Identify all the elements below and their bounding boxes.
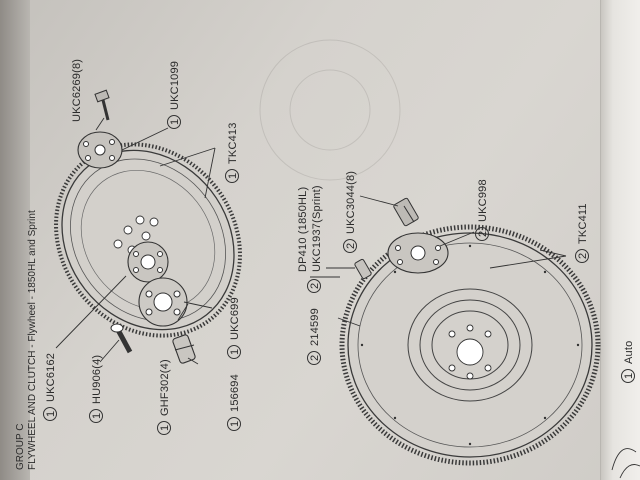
background-edge [0,0,30,480]
svg-text:DP410 (1850HL): DP410 (1850HL) [297,187,309,272]
next-section-sketch [611,448,640,479]
dowel-dp410 [354,258,372,280]
svg-text:UKC1099: UKC1099 [169,61,181,110]
label-ukc3044[interactable]: 2 UKC3044(8) [343,171,358,253]
label-ukc1099[interactable]: 1 UKC1099 [167,61,182,129]
label-ukc998[interactable]: 2 UKC998 [475,179,490,241]
lower-flywheel-holes [448,324,492,380]
svg-text:2: 2 [577,253,589,259]
label-ukc699[interactable]: 1 UKC699 [227,297,242,359]
book-binding [600,0,640,480]
svg-text:HU906(4): HU906(4) [91,355,103,404]
clamp-plate-ukc998 [387,232,449,274]
svg-text:214599: 214599 [309,308,321,346]
header-group: GROUP C [15,424,26,471]
svg-text:1: 1 [159,425,171,431]
svg-text:2: 2 [345,243,357,249]
svg-text:UKC3044(8): UKC3044(8) [345,171,357,234]
svg-text:TKC411: TKC411 [577,203,589,244]
svg-text:2: 2 [477,231,489,237]
header-title: FLYWHEEL AND CLUTCH - Flywheel - 1850HL … [27,210,38,470]
svg-text:UKC6269(8): UKC6269(8) [71,59,83,122]
svg-text:1: 1 [227,173,239,179]
bolt-ukc6269 [94,89,110,121]
svg-text:UKC998: UKC998 [477,179,489,222]
svg-text:UKC699: UKC699 [229,297,241,340]
svg-text:1: 1 [45,411,57,417]
svg-text:156694: 156694 [229,374,241,412]
svg-text:TKC413: TKC413 [227,122,239,164]
svg-text:2: 2 [309,355,321,361]
label-hu906[interactable]: 1 HU906(4) [89,355,104,423]
svg-text:1: 1 [623,373,635,379]
drive-plate-ukc6162 [127,241,169,283]
label-156694[interactable]: 1 156694 [227,374,242,431]
footer-auto-label[interactable]: 1 Auto [621,341,636,383]
washer-ukc1099 [77,131,123,169]
label-dp-group[interactable]: 2 [307,276,341,293]
label-tkc411[interactable]: 2 TKC411 [575,203,590,263]
svg-text:1: 1 [229,421,241,427]
upper-leader-lines [55,117,216,365]
label-ukc6269: UKC6269(8) [71,59,83,122]
svg-text:Auto: Auto [623,341,635,364]
bolt-ukc3044 [393,197,419,227]
lower-leader-lines [326,195,567,327]
adaptor-plate-ukc699 [138,277,188,327]
svg-text:2: 2 [309,283,321,289]
label-ghf302[interactable]: 1 GHF302(4) [157,359,172,435]
svg-text:GHF302(4): GHF302(4) [159,359,171,416]
svg-text:UKC6162: UKC6162 [45,353,57,402]
svg-text:1: 1 [229,349,241,355]
svg-text:1: 1 [91,413,103,419]
bolt-hu906 [110,323,133,354]
page-header: GROUP C FLYWHEEL AND CLUTCH - Flywheel -… [15,210,38,470]
label-ukc1937[interactable]: UKC1937(Sprint) [311,185,323,272]
label-214599[interactable]: 2 214599 [307,308,322,365]
label-tkc413[interactable]: 1 TKC413 [225,122,240,183]
lower-flywheel-rim-dots [360,244,580,446]
svg-text:1: 1 [169,119,181,125]
spigot-ghf302 [172,334,196,364]
label-ukc6162[interactable]: 1 UKC6162 [43,353,58,421]
svg-text:UKC1937(Sprint): UKC1937(Sprint) [311,185,323,272]
label-dp410[interactable]: DP410 (1850HL) [297,187,309,272]
